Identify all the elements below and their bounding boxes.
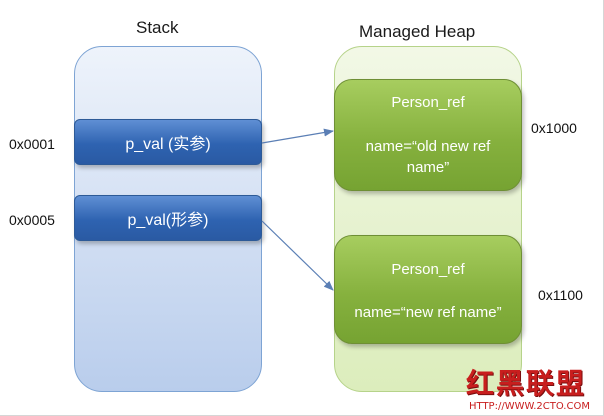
- heap-object-value: name=“new ref name”: [354, 304, 502, 321]
- stack-title: Stack: [136, 18, 179, 37]
- heap-object-type: Person_ref: [391, 94, 465, 111]
- watermark-url: HTTP://WWW.2CTO.COM: [469, 401, 590, 412]
- stack-slot-parameter: p_val(形参): [74, 195, 262, 241]
- stack-address-2: 0x0005: [9, 212, 55, 228]
- stack-slot-argument: p_val (实参): [74, 119, 262, 165]
- heap-address-2: 0x1100: [538, 287, 583, 303]
- heap-object-type: Person_ref: [391, 261, 465, 278]
- stack-address-1: 0x0001: [9, 136, 55, 152]
- arrow-argument-to-object: [261, 128, 334, 144]
- heap-object-value: name=“old new ref name”: [365, 138, 491, 176]
- stack-slot-label: p_val(形参): [127, 212, 209, 229]
- arrow-parameter-to-object: [261, 220, 334, 291]
- heap-address-1: 0x1000: [531, 120, 577, 136]
- heap-title: Managed Heap: [359, 22, 476, 41]
- stack-slot-label: p_val (实参): [125, 136, 211, 153]
- heap-object-1: Person_ref name=“old new ref name”: [334, 79, 522, 191]
- watermark-logo: 红黑联盟: [466, 367, 587, 400]
- heap-object-2: Person_ref name=“new ref name”: [334, 235, 522, 344]
